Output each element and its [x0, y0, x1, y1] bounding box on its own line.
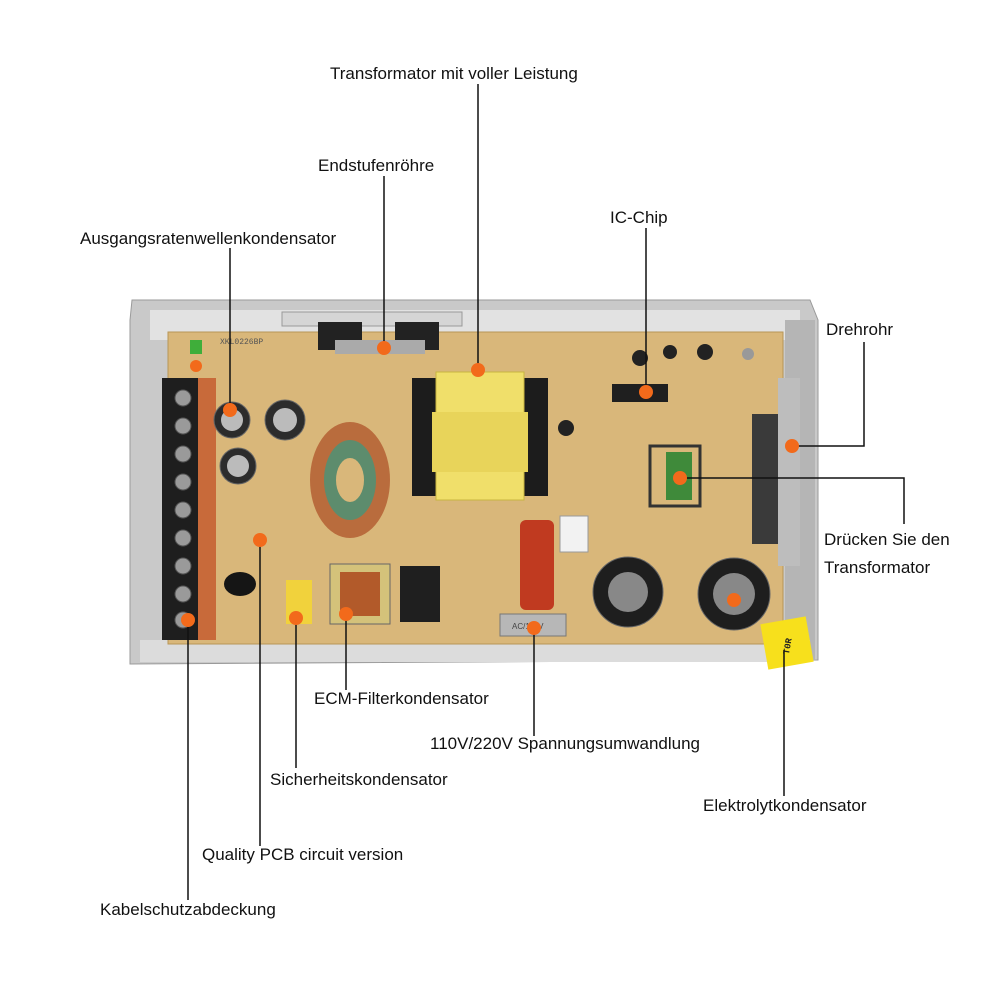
terminal-screws: [174, 389, 192, 629]
marker-ausgang: [223, 403, 237, 417]
label-quality: Quality PCB circuit version: [202, 845, 404, 864]
film-capacitor: [520, 520, 554, 610]
label-kabel: Kabelschutzabdeckung: [100, 900, 276, 919]
relay: [559, 515, 589, 553]
marker-endstufe: [377, 341, 391, 355]
green-led: [190, 340, 202, 354]
marker-sicherheit: [289, 611, 303, 625]
fuse-text: T0R: [782, 637, 795, 655]
marker-drehrohr: [785, 439, 799, 453]
toroid-inductor: [310, 422, 390, 538]
output-capacitors: [213, 399, 306, 485]
leader-druecken: [680, 477, 905, 524]
right-heatsink-plate: [778, 378, 800, 566]
thermistor: [224, 572, 256, 596]
label-druecken: Drücken Sie den Transformator: [824, 526, 950, 582]
label-druecken-line2: Transformator: [824, 558, 931, 577]
fuse-sticker: T0R: [760, 616, 814, 670]
marker-ecm: [339, 607, 353, 621]
marker-kabel: [181, 613, 195, 627]
marker-transformer: [471, 363, 485, 377]
heatsink-block: [648, 444, 702, 508]
label-elektrolyt: Elektrolytkondensator: [703, 796, 867, 815]
marker-elektrolyt: [727, 593, 741, 607]
terminal-block: [162, 378, 216, 640]
bridge-rectifier: [400, 566, 440, 622]
label-druecken-line1: Drücken Sie den: [824, 530, 950, 549]
label-drehrohr: Drehrohr: [826, 320, 894, 339]
leader-drehrohr: [792, 342, 865, 447]
label-spannung: 110V/220V Spannungsumwandlung: [430, 734, 701, 753]
label-endstufe: Endstufenröhre: [318, 156, 435, 175]
marker-terminal: [190, 360, 202, 372]
emi-filter: [329, 563, 391, 625]
label-transformer: Transformator mit voller Leistung: [330, 64, 578, 83]
label-ecm: ECM-Filterkondensator: [314, 689, 489, 708]
label-ic-chip: IC-Chip: [610, 208, 668, 227]
marker-icchip: [639, 385, 653, 399]
leader-lines: [187, 84, 905, 900]
label-sicherheit: Sicherheitskondensator: [270, 770, 448, 789]
marker-spannung: [527, 621, 541, 635]
model-text: XKL0226BP: [220, 338, 263, 347]
markers: [181, 341, 799, 635]
marker-quality: [253, 533, 267, 547]
small-transistors: [558, 344, 754, 436]
marker-druecken: [673, 471, 687, 485]
label-ausgang: Ausgangsratenwellenkondensator: [80, 229, 337, 248]
main-transformer: [412, 371, 548, 501]
